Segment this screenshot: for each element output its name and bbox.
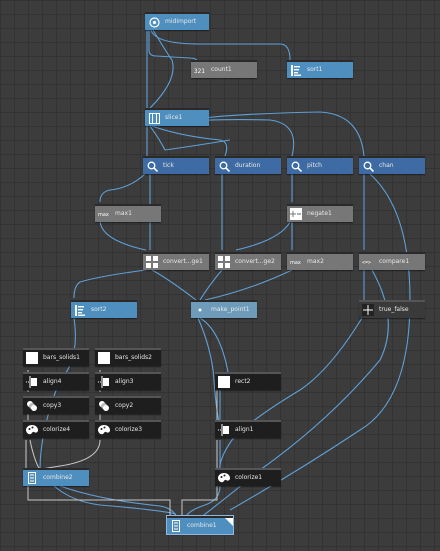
node-label: bars_solids1	[43, 354, 80, 361]
node-label: sort1	[307, 66, 323, 73]
negate-icon	[290, 208, 302, 220]
node-label: align4	[43, 378, 62, 385]
node-label: combine2	[43, 474, 73, 481]
node-label: colorize1	[235, 474, 263, 481]
align-icon	[98, 376, 110, 388]
node-colorize3[interactable]: colorize3	[95, 420, 161, 438]
node-tick[interactable]: tick	[143, 156, 209, 174]
node-label: true_false	[379, 306, 409, 313]
node-label: make_point1	[211, 306, 250, 313]
svg-text:<=>: <=>	[362, 260, 371, 265]
point-icon	[194, 304, 206, 316]
node-label: sort2	[91, 306, 107, 313]
colorize-icon	[98, 424, 110, 436]
colorize-icon	[218, 472, 230, 484]
node-label: negate1	[307, 210, 332, 217]
align-icon	[26, 376, 38, 388]
magnifier-icon	[146, 160, 158, 172]
node-label: pitch	[307, 162, 322, 169]
node-label: max2	[307, 258, 324, 265]
node-colorize1[interactable]: colorize1	[215, 468, 281, 486]
sort-icon	[290, 64, 302, 76]
node-duration[interactable]: duration	[215, 156, 281, 174]
node-sort2[interactable]: sort2	[71, 300, 137, 318]
node-align3[interactable]: align3	[95, 372, 161, 390]
node-sort1[interactable]: sort1	[287, 60, 353, 78]
node-label: align3	[115, 378, 134, 385]
node-colorize4[interactable]: colorize4	[23, 420, 89, 438]
magnifier-icon	[218, 160, 230, 172]
node-convert-range2[interactable]: convert...ge2	[215, 252, 281, 270]
true-false-icon	[362, 304, 374, 316]
node-max1[interactable]: max max1	[95, 204, 161, 222]
copy-icon	[26, 400, 38, 412]
node-chan[interactable]: chan	[359, 156, 425, 174]
svg-text:max: max	[98, 212, 109, 217]
sort-icon	[74, 304, 86, 316]
node-make-point1[interactable]: make_point1	[191, 300, 257, 318]
convert-range-icon	[146, 256, 158, 268]
node-label: copy3	[43, 402, 62, 409]
white-square-icon	[98, 352, 110, 364]
node-negate1[interactable]: negate1	[287, 204, 353, 222]
align-icon	[218, 424, 230, 436]
node-copy3[interactable]: copy3	[23, 396, 89, 414]
svg-text:321: 321	[194, 68, 205, 74]
rendered-flag-icon	[225, 518, 233, 526]
white-square-icon	[26, 352, 38, 364]
colorize-icon	[26, 424, 38, 436]
node-label: slice1	[165, 114, 183, 121]
node-label: count1	[211, 66, 232, 73]
copy-icon	[98, 400, 110, 412]
node-label: max1	[115, 210, 132, 217]
node-label: tick	[163, 162, 174, 169]
node-label: colorize4	[43, 426, 71, 433]
node-label: copy2	[115, 402, 134, 409]
node-combine2[interactable]: combine2	[23, 468, 89, 486]
node-label: chan	[379, 162, 394, 169]
magnifier-icon	[362, 160, 374, 172]
node-label: convert...ge1	[163, 258, 203, 265]
node-label: convert...ge2	[235, 258, 275, 265]
node-rect2[interactable]: rect2	[215, 372, 281, 390]
compare-icon: <=>	[362, 256, 374, 268]
node-slice1[interactable]: slice1	[145, 108, 209, 126]
convert-range-icon	[218, 256, 230, 268]
node-label: combine1	[187, 522, 217, 529]
node-align4[interactable]: align4	[23, 372, 89, 390]
node-count1[interactable]: 321 count1	[191, 60, 257, 78]
node-bars-solids1[interactable]: bars_solids1	[23, 348, 89, 366]
node-bars-solids2[interactable]: bars_solids2	[95, 348, 161, 366]
node-align1[interactable]: align1	[215, 420, 281, 438]
svg-text:max: max	[290, 260, 301, 265]
node-convert-range1[interactable]: convert...ge1	[143, 252, 209, 270]
node-pitch[interactable]: pitch	[287, 156, 353, 174]
node-max2[interactable]: max max2	[287, 252, 353, 270]
count-icon: 321	[194, 64, 206, 76]
max-icon: max	[290, 256, 302, 268]
node-label: colorize3	[115, 426, 143, 433]
combine-icon	[26, 472, 38, 484]
max-icon: max	[98, 208, 110, 220]
slice-icon	[148, 112, 160, 124]
node-label: duration	[235, 162, 261, 169]
node-label: compare1	[379, 258, 410, 265]
node-compare1[interactable]: <=> compare1	[359, 252, 425, 270]
node-copy2[interactable]: copy2	[95, 396, 161, 414]
node-true-false[interactable]: true_false	[359, 300, 425, 318]
node-label: rect2	[235, 378, 251, 385]
magnifier-icon	[290, 160, 302, 172]
node-label: midimport	[165, 18, 197, 25]
node-combine1[interactable]: combine1	[166, 515, 234, 535]
node-label: align1	[235, 426, 254, 433]
node-label: bars_solids2	[115, 354, 152, 361]
midi-icon	[148, 16, 160, 28]
combine-icon	[170, 520, 182, 532]
node-midimport[interactable]: midimport	[145, 12, 209, 30]
white-square-icon	[218, 376, 230, 388]
